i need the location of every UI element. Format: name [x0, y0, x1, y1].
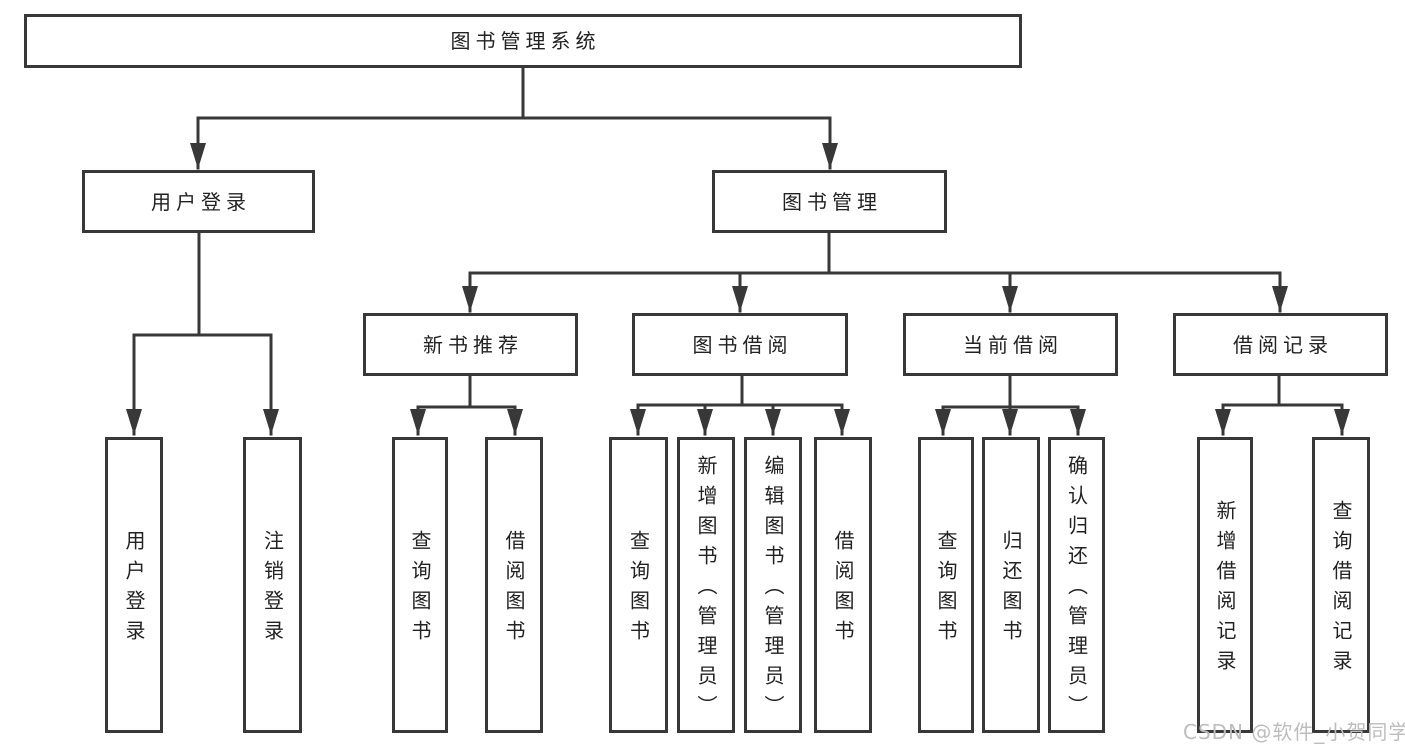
- node-label: 新增借阅记录: [1213, 500, 1237, 680]
- node-library-management-system: 图书管理系统: [24, 14, 1022, 68]
- leaf-borrow-books-recommend: 借阅图书: [485, 437, 543, 733]
- node-label: 新书推荐: [423, 332, 523, 357]
- node-label: 用户登录: [122, 530, 146, 650]
- node-label: 查询图书: [408, 530, 432, 650]
- csdn-watermark: CSDN @软件_小贺同学: [1183, 720, 1405, 744]
- node-label: 图书管理系统: [450, 29, 601, 53]
- node-label: 图书借阅: [692, 332, 793, 357]
- node-label: 用户登录: [151, 189, 251, 214]
- node-label: 借阅记录: [1233, 332, 1333, 357]
- node-borrowing-records: 借阅记录: [1173, 313, 1388, 376]
- leaf-query-books-recommend: 查询图书: [392, 437, 448, 733]
- node-label: 查询借阅记录: [1329, 500, 1353, 680]
- node-user-login-group: 用户登录: [82, 170, 315, 233]
- leaf-edit-books-admin: 编辑图书（管理员）: [744, 437, 802, 733]
- leaf-query-books-borrow: 查询图书: [609, 437, 668, 733]
- leaf-borrow-books: 借阅图书: [814, 437, 872, 733]
- leaf-query-books-current: 查询图书: [918, 437, 974, 733]
- node-label: 注销登录: [260, 530, 285, 650]
- node-label: 借阅图书: [502, 530, 526, 650]
- node-label: 查询图书: [934, 530, 958, 650]
- leaf-confirm-return-admin: 确认归还（管理员）: [1048, 437, 1105, 733]
- leaf-user-login: 用户登录: [105, 437, 163, 733]
- node-label: 当前借阅: [963, 332, 1063, 357]
- node-label: 新增图书（管理员）: [694, 455, 718, 725]
- node-label: 图书管理: [782, 189, 882, 214]
- node-book-management-group: 图书管理: [712, 170, 947, 233]
- leaf-logout: 注销登录: [243, 437, 302, 733]
- node-label: 归还图书: [999, 530, 1023, 650]
- node-book-borrowing: 图书借阅: [632, 313, 848, 376]
- leaf-query-borrow-record: 查询借阅记录: [1312, 437, 1370, 733]
- node-current-borrowing: 当前借阅: [903, 313, 1118, 376]
- leaf-add-borrow-record: 新增借阅记录: [1197, 437, 1253, 733]
- node-label: 借阅图书: [831, 530, 855, 650]
- node-new-book-recommendation: 新书推荐: [363, 313, 578, 376]
- leaf-return-books: 归还图书: [982, 437, 1040, 733]
- node-label: 查询图书: [626, 530, 651, 650]
- node-label: 确认归还（管理员）: [1064, 455, 1089, 725]
- leaf-add-books-admin: 新增图书（管理员）: [677, 437, 735, 733]
- node-label: 编辑图书（管理员）: [761, 455, 785, 725]
